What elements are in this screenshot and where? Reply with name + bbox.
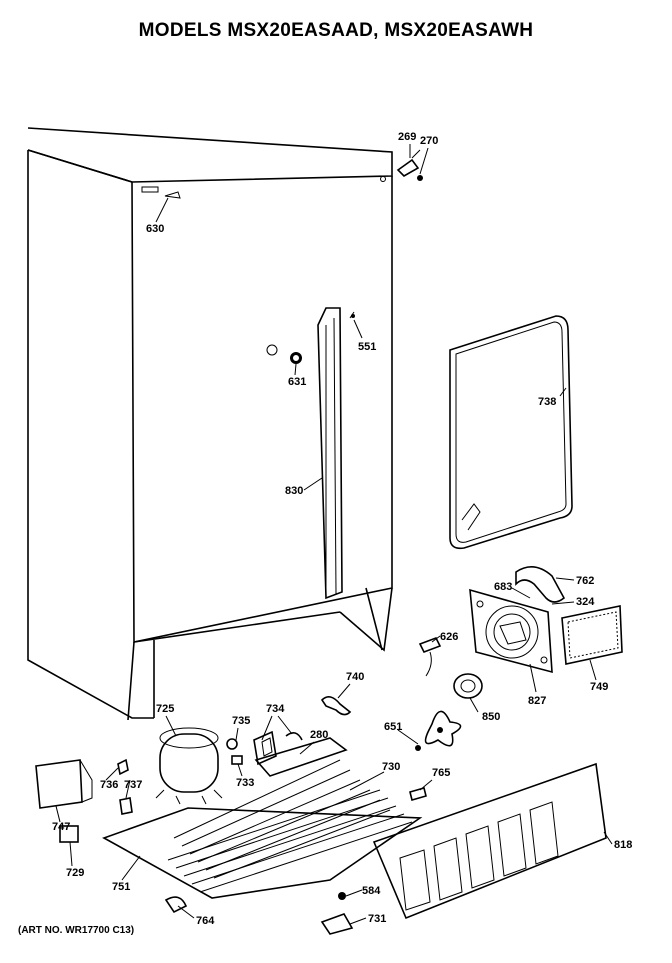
label-631: 631 [288, 376, 306, 388]
label-765: 765 [432, 767, 450, 779]
door-gasket [449, 315, 573, 550]
bracket-747 [35, 759, 83, 809]
clip-764 [164, 896, 188, 914]
label-736: 736 [100, 779, 118, 791]
label-730: 730 [382, 761, 400, 773]
drain-tube [515, 566, 566, 603]
cabinet [27, 127, 393, 721]
label-818: 818 [614, 839, 632, 851]
label-269: 269 [398, 131, 416, 143]
fan-motor [453, 673, 483, 699]
label-683: 683 [494, 581, 512, 593]
label-725: 725 [156, 703, 174, 715]
page-title: MODELS MSX20EASAAD, MSX20EASAWH [138, 20, 534, 41]
label-749: 749 [590, 681, 608, 693]
label-737: 737 [124, 779, 142, 791]
thermistor [418, 636, 442, 677]
label-630: 630 [146, 223, 164, 235]
drain-pan [254, 737, 348, 777]
label-747: 747 [52, 821, 70, 833]
label-740: 740 [346, 671, 364, 683]
label-830: 830 [285, 485, 303, 497]
top-hinge [396, 149, 423, 181]
condenser-coil [102, 759, 423, 899]
label-551: 551 [358, 341, 376, 353]
toe-grille [372, 762, 607, 920]
cover-plate [561, 605, 623, 665]
clip-731 [320, 913, 354, 935]
label-762: 762 [576, 575, 594, 587]
label-751: 751 [112, 881, 130, 893]
label-270: 270 [420, 135, 438, 147]
part-737 [119, 797, 133, 815]
label-731: 731 [368, 913, 386, 925]
label-584: 584 [362, 885, 381, 897]
clip-740 [320, 696, 352, 716]
part-733 [231, 755, 243, 765]
relay-bracket [253, 730, 303, 766]
label-280: 280 [310, 729, 328, 741]
fan-housing [469, 588, 553, 674]
block-729 [59, 825, 79, 843]
label-738: 738 [538, 396, 556, 408]
label-734: 734 [266, 703, 285, 715]
clip-765 [409, 787, 427, 801]
art-number: (ART NO. WR17700 C13) [18, 925, 135, 936]
part-736 [117, 758, 129, 776]
label-764: 764 [196, 915, 215, 927]
grommet-735 [226, 738, 238, 750]
screw-584 [338, 892, 346, 900]
compressor [155, 727, 223, 805]
label-735: 735 [232, 715, 250, 727]
part-labels: 269 270 630 551 631 738 830 762 683 324 … [52, 131, 632, 927]
label-626: 626 [440, 631, 458, 643]
label-733: 733 [236, 777, 254, 789]
label-827: 827 [528, 695, 546, 707]
label-729: 729 [66, 867, 84, 879]
label-850: 850 [482, 711, 500, 723]
label-324: 324 [576, 596, 595, 608]
fan-blade [415, 710, 462, 751]
label-651: 651 [384, 721, 402, 733]
